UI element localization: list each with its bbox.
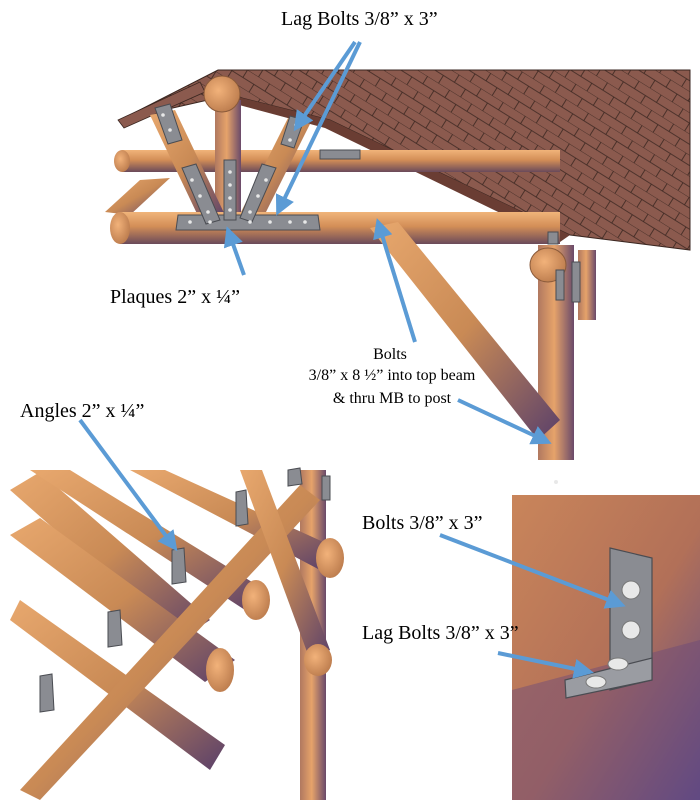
label-bolts-line2: & thru MB to post: [332, 390, 452, 407]
ridge-log-end: [203, 75, 241, 113]
angle-bracket-1: [171, 547, 187, 585]
arrow-bolts: [373, 218, 417, 343]
purlin-log-3: [30, 470, 265, 610]
side-post: [578, 250, 596, 320]
purlin-log-1: [10, 472, 210, 640]
detail-background: [512, 495, 700, 800]
angle-bracket-4: [39, 673, 55, 713]
roof-fascia: [228, 95, 570, 242]
arrow-detail-lag-bolts: [497, 651, 594, 679]
plaque-group: [154, 103, 581, 303]
arrow-plaques: [223, 226, 246, 276]
plaque-corner-post: [555, 269, 565, 301]
detail-shadow: [512, 640, 700, 800]
arrow-bolts-post: [457, 398, 552, 445]
purlin-cross-beam: [20, 485, 320, 800]
bracket-detail: [512, 495, 700, 800]
label-plaques: Plaques 2” x ¼”: [110, 286, 240, 308]
annotation-arrows: [78, 40, 626, 679]
angle-brackets: [39, 467, 331, 713]
purlin-diagonal: [240, 470, 330, 660]
roof-shingles: [119, 69, 691, 251]
purlin-assembly: [10, 467, 344, 800]
detail-lag-bolt-2: [607, 657, 629, 671]
back-beam-end: [114, 150, 130, 172]
plaque-side: [571, 261, 581, 303]
label-lag-bolts-top: Lag Bolts 3/8” x 3”: [281, 8, 438, 30]
label-detail-lag-bolts: Lag Bolts 3/8” x 3”: [362, 622, 519, 644]
left-brace: [105, 178, 170, 215]
arrow-lag-bolts-2: [275, 41, 362, 216]
plaque-corner: [547, 231, 559, 245]
arrow-lag-bolts-1: [293, 40, 357, 132]
truss-assembly: [105, 69, 691, 484]
plaque-beam-right: [319, 149, 361, 160]
label-detail-bolts: Bolts 3/8” x 3”: [362, 512, 483, 534]
angle-bracket-5: [287, 467, 303, 487]
arrow-angles: [78, 418, 178, 552]
detail-lag-bolt-1: [585, 675, 607, 689]
purlin-log-4-end: [316, 538, 344, 578]
detail-bolt-lower: [621, 620, 641, 640]
purlin-log-3-end: [242, 580, 270, 620]
plaque-king-post: [223, 159, 237, 221]
angle-bracket-6: [321, 475, 331, 501]
label-bolts-title: Bolts: [373, 346, 407, 363]
plaque-right-strut: [239, 163, 277, 223]
knee-brace: [370, 222, 560, 440]
plaque-bolts: [161, 113, 558, 484]
label-bolts-line1: 3/8” x 8 ½” into top beam: [308, 367, 476, 384]
angle-bracket-3: [107, 609, 123, 648]
detail-bolt-upper: [621, 580, 641, 600]
purlin-diagonal-end: [304, 644, 332, 676]
label-angles: Angles 2” x ¼”: [20, 400, 145, 422]
angle-bracket-2: [235, 489, 249, 527]
arrow-detail-bolts: [439, 533, 626, 609]
tie-beam-end: [110, 212, 130, 244]
purlin-log-2-end: [206, 648, 234, 692]
